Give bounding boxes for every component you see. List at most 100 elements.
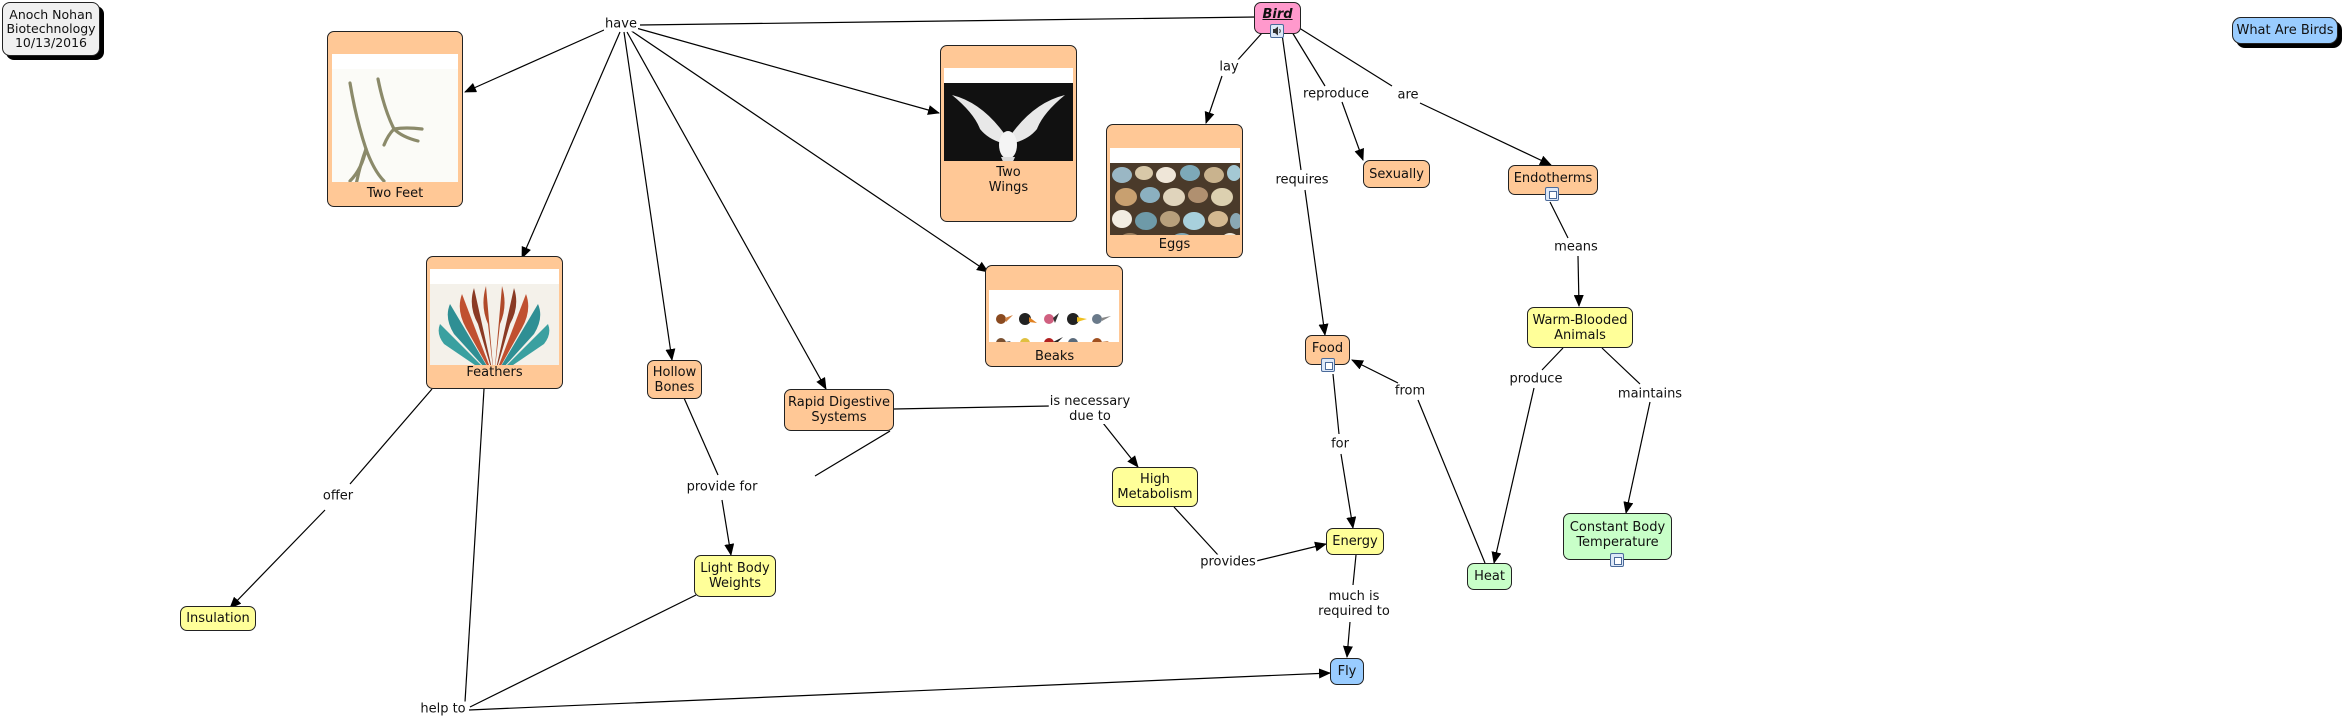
feathers-image xyxy=(430,269,559,365)
course-name: Biotechnology xyxy=(6,21,96,36)
link-bird-requires xyxy=(1281,33,1302,171)
concept-heat[interactable]: Heat xyxy=(1467,563,1512,590)
concept-two-wings-label: Two Wings xyxy=(988,165,1029,195)
link-have-two-wings xyxy=(635,27,940,115)
link-label-produce: produce xyxy=(1508,371,1564,387)
concept-high-metabolism[interactable]: High Metabolism xyxy=(1112,467,1198,507)
link-necessary-highmet xyxy=(1102,422,1139,468)
link-label-maintains: maintains xyxy=(1616,386,1684,402)
link-have-beaks xyxy=(629,29,989,273)
link-hollow-providefor xyxy=(683,397,719,476)
link-means-warm xyxy=(1573,255,1584,307)
concept-heat-label: Heat xyxy=(1474,569,1505,584)
link-reproduce-sexually xyxy=(1341,101,1364,161)
link-label-help-to: help to xyxy=(419,701,467,717)
link-have-feathers xyxy=(521,31,621,259)
concept-bird-label: Bird xyxy=(1262,7,1293,22)
link-bird-lay xyxy=(1235,32,1263,63)
author-info-box: Anoch Nohan Biotechnology 10/13/2016 xyxy=(2,2,100,56)
what-are-birds-label: What Are Birds xyxy=(2236,23,2334,38)
resource-icon[interactable] xyxy=(1610,553,1624,567)
link-energy-much xyxy=(1352,554,1357,586)
concept-hollow-bones[interactable]: Hollow Bones xyxy=(647,360,702,399)
resource-icon[interactable] xyxy=(1545,187,1559,201)
concept-constant-body-temp[interactable]: Constant Body Temperature xyxy=(1563,513,1672,560)
link-label-reproduce: reproduce xyxy=(1302,86,1370,102)
link-label-much-required: much is required to xyxy=(1317,589,1391,619)
link-heat-from xyxy=(1417,399,1486,564)
link-label-lay: lay xyxy=(1218,59,1240,75)
link-bird-are xyxy=(1295,25,1393,87)
concept-light-body-label: Light Body Weights xyxy=(700,561,770,591)
concept-endotherms-label: Endotherms xyxy=(1513,171,1593,186)
concept-two-feet[interactable]: Two Feet xyxy=(327,31,463,207)
what-are-birds-button[interactable]: What Are Birds xyxy=(2232,17,2338,44)
concept-eggs[interactable]: Eggs xyxy=(1106,124,1243,258)
link-have-hollow-bones xyxy=(623,31,676,361)
concept-fly-label: Fly xyxy=(1337,664,1357,679)
concept-feathers-label: Feathers xyxy=(466,365,523,380)
link-much-fly xyxy=(1342,621,1353,658)
link-label-means: means xyxy=(1553,239,1599,255)
link-produce-heat xyxy=(1491,387,1535,564)
eggs-image xyxy=(1109,148,1240,235)
link-food-for xyxy=(1332,373,1340,435)
link-label-is-necessary: is necessary due to xyxy=(1048,394,1132,424)
link-highmet-provides xyxy=(1173,506,1219,556)
dove-wings-image xyxy=(944,68,1073,161)
concept-sexually-label: Sexually xyxy=(1369,166,1424,182)
resource-icon[interactable] xyxy=(1321,358,1335,372)
link-bird-have xyxy=(639,16,1257,26)
concept-food-label: Food xyxy=(1311,341,1344,356)
concept-feathers[interactable]: Feathers xyxy=(426,256,563,389)
link-feathers-helpto xyxy=(464,388,485,703)
link-helpto-fly xyxy=(468,668,1331,711)
concept-two-wings[interactable]: Two Wings xyxy=(940,45,1077,222)
link-from-food xyxy=(1351,359,1399,384)
link-label-requires: requires xyxy=(1274,172,1330,188)
concept-fly[interactable]: Fly xyxy=(1330,658,1364,685)
concept-two-feet-label: Two Feet xyxy=(366,186,424,201)
speaker-icon[interactable] xyxy=(1270,24,1284,38)
bird-feet-image xyxy=(332,54,458,182)
link-are-endotherms xyxy=(1419,102,1552,166)
concept-eggs-label: Eggs xyxy=(1158,237,1191,252)
concept-rapid-digestive[interactable]: Rapid Digestive Systems xyxy=(784,389,894,431)
link-maintains-constant xyxy=(1623,401,1651,514)
link-rapid-providefor xyxy=(814,430,891,477)
link-bird-reproduce xyxy=(1291,31,1326,87)
link-feathers-offer xyxy=(349,388,433,485)
link-rapid-necessary xyxy=(893,405,1051,410)
concept-hollow-bones-label: Hollow Bones xyxy=(652,364,697,395)
link-label-provides: provides xyxy=(1199,554,1257,570)
concept-constant-temp-label: Constant Body Temperature xyxy=(1569,520,1666,550)
concept-energy[interactable]: Energy xyxy=(1326,528,1384,555)
concept-insulation-label: Insulation xyxy=(186,611,250,626)
link-label-have: have xyxy=(604,16,638,32)
link-lay-eggs xyxy=(1204,75,1223,124)
link-warm-produce xyxy=(1541,347,1564,371)
author-name: Anoch Nohan xyxy=(9,7,93,22)
link-label-are: are xyxy=(1396,87,1420,103)
link-endotherms-means xyxy=(1549,201,1569,239)
link-offer-insulation xyxy=(229,509,326,609)
link-label-for: for xyxy=(1330,436,1350,452)
link-warm-maintains xyxy=(1601,347,1641,385)
link-label-provide-for: provide for xyxy=(685,479,759,495)
link-have-two-feet xyxy=(464,29,605,93)
link-light-helpto xyxy=(469,594,697,708)
concept-high-metabolism-label: High Metabolism xyxy=(1117,472,1193,502)
concept-light-body-weights[interactable]: Light Body Weights xyxy=(694,555,776,597)
concept-beaks[interactable] xyxy=(985,265,1123,367)
concept-warm-blooded[interactable]: Warm-Blooded Animals xyxy=(1527,307,1633,348)
beaks-image xyxy=(989,290,1119,342)
link-for-energy xyxy=(1340,453,1357,529)
concept-insulation[interactable]: Insulation xyxy=(180,606,256,631)
concept-sexually[interactable]: Sexually xyxy=(1363,160,1430,188)
concept-beaks-label: Beaks xyxy=(1035,349,1075,364)
link-providefor-light xyxy=(721,499,735,556)
link-requires-food xyxy=(1304,189,1329,336)
link-have-rapid-digestive xyxy=(626,31,827,390)
concept-rapid-digestive-label: Rapid Digestive Systems xyxy=(787,395,890,425)
